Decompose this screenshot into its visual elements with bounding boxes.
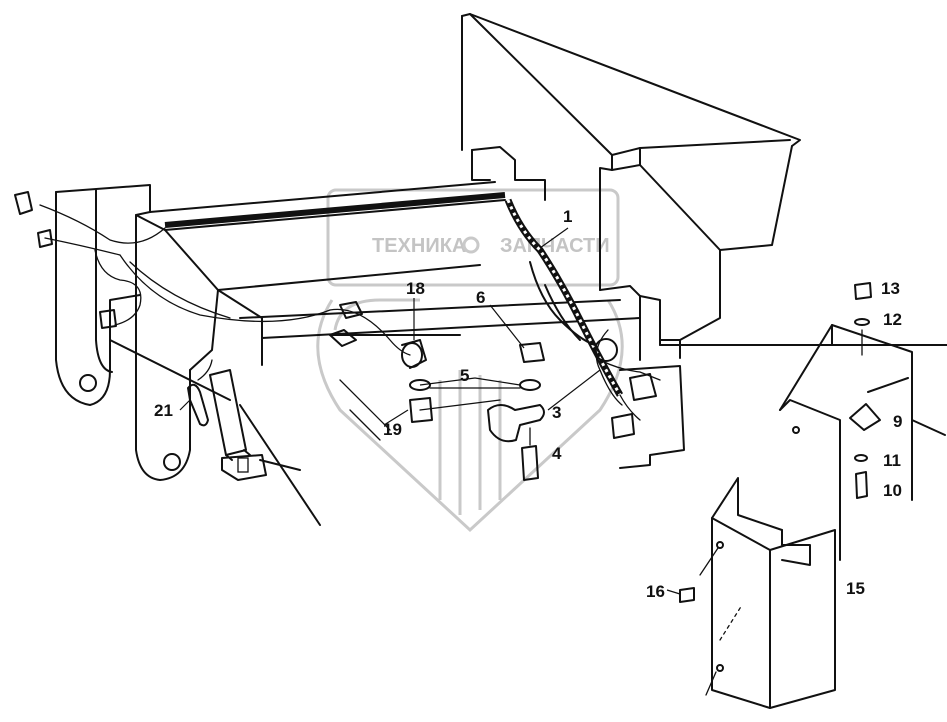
bolt-16 [679,587,695,603]
callout-4: 4 [552,444,562,463]
callout-10: 10 [883,481,902,500]
clamp-3 [487,404,545,443]
center-post [471,146,546,201]
connector-plug-2 [37,229,53,248]
callout-6: 6 [476,288,485,307]
left-bracket-front [55,184,219,481]
washer-5-left [409,379,431,391]
connector-plug [14,191,33,215]
watermark-text-right: ЗАПЧАСТИ [500,235,610,257]
clip-21 [187,359,213,427]
watermark-frame [326,188,620,287]
callout-13: 13 [881,279,900,298]
callout-16: 16 [646,582,665,601]
callout-5: 5 [460,366,469,385]
callout-12: 12 [883,310,902,329]
bolt-4 [521,445,539,481]
callout-3: 3 [552,403,561,422]
callout-19: 19 [383,420,402,439]
fastener-group [401,339,545,481]
connector-clip [339,301,363,319]
guard-15 [679,477,836,709]
callout-21: 21 [154,401,173,420]
nut-13 [854,282,872,300]
washer-11 [854,454,868,462]
washer-12 [854,318,870,326]
lower-rails [109,334,461,526]
watermark-wheat [438,370,502,515]
watermark-gear-icon [462,236,480,254]
wire-harness [14,191,661,421]
watermark: ТЕХНИКА ЗАПЧАСТИ [316,188,624,533]
leader-lines [179,227,681,595]
connector-plug-3 [99,309,117,329]
bracket-9 [779,282,946,561]
bolt-19 [409,397,433,423]
washer-5-right [519,379,541,391]
connector-block [329,329,357,347]
callout-9: 9 [893,412,902,431]
callout-labels: 1 3 4 5 6 9 10 11 12 13 15 16 18 19 21 [154,207,902,601]
watermark-text-left: ТЕХНИКА [372,235,466,257]
callout-1: 1 [563,207,572,226]
nut-6 [519,342,545,363]
callout-15: 15 [846,579,865,598]
callout-11: 11 [883,451,901,470]
callout-18: 18 [406,279,425,298]
hydraulic-strut [209,369,267,481]
cab-block [461,13,947,361]
clamp-9 [849,403,881,431]
bolt-10 [855,471,868,499]
